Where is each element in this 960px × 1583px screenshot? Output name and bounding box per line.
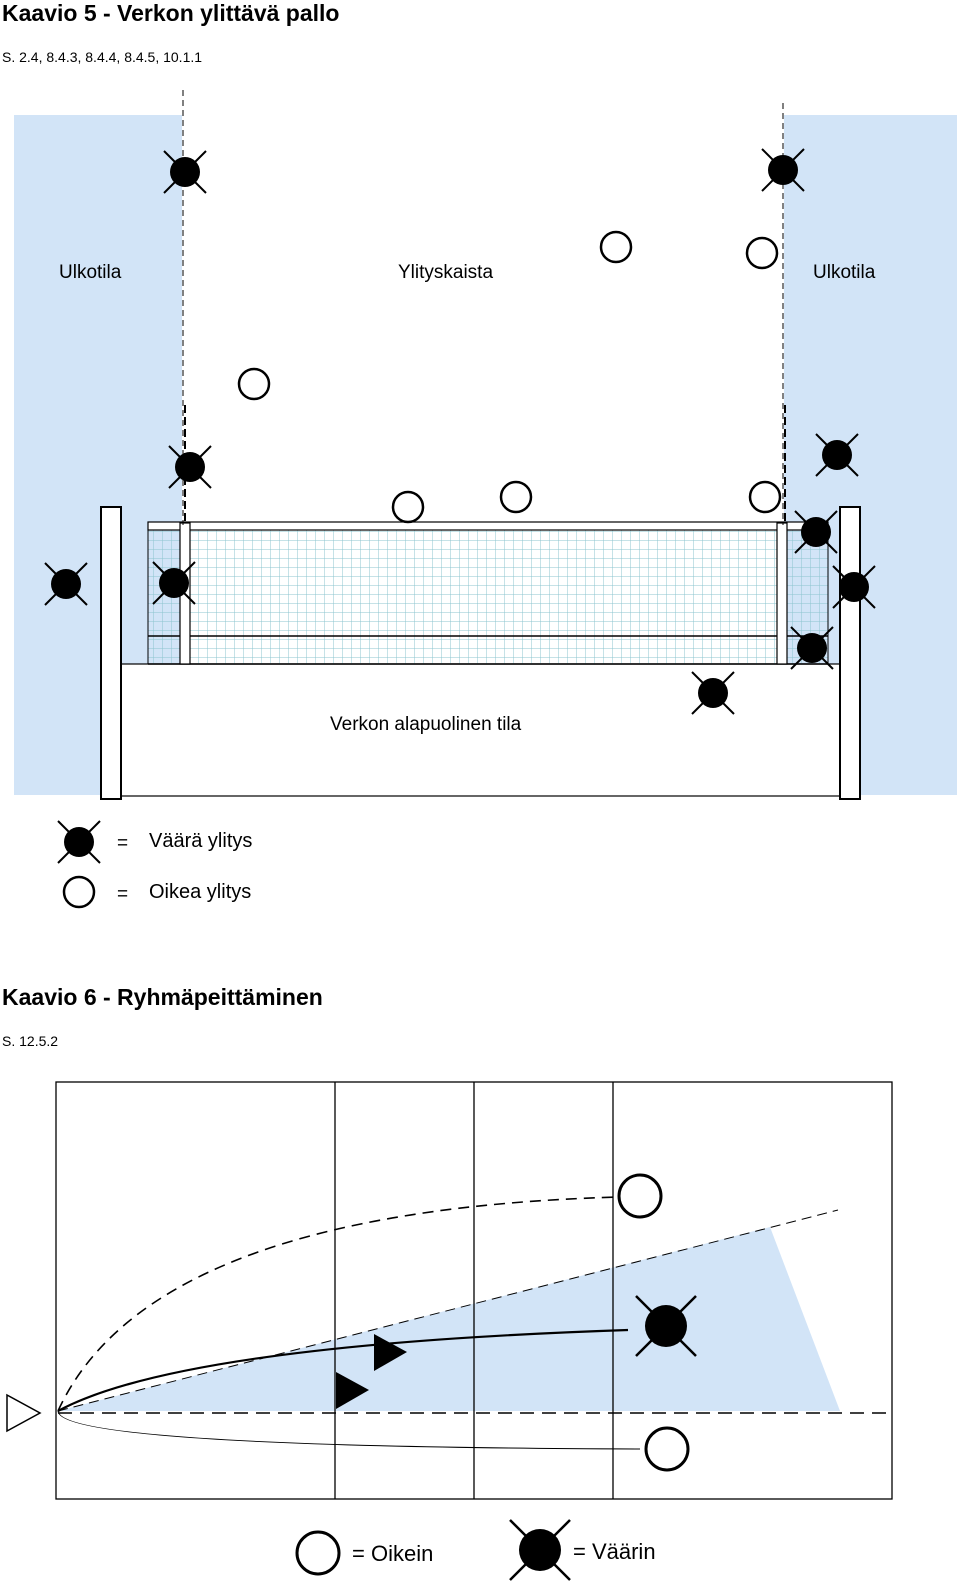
legend-correct-crossing: = Oikea ylitys: [62, 875, 251, 909]
net: [147, 521, 829, 665]
legend-correct-ball-icon: [295, 1530, 341, 1576]
correct-ball-marker: [237, 367, 271, 401]
correct-ball-marker: [745, 236, 779, 270]
server-marker: [6, 1393, 42, 1433]
label-outside-right: Ulkotila: [813, 262, 876, 283]
legend-wrong-ball-icon: [509, 1519, 571, 1581]
label-outside-left: Ulkotila: [59, 262, 122, 283]
player-marker: [374, 1334, 407, 1371]
legend-wrong-label: Väärä ylitys: [149, 830, 252, 852]
diagram6-canvas: = Oikein = Väärin: [6, 1081, 893, 1581]
trajectory-low: [57, 1410, 641, 1450]
post-right: [839, 506, 861, 800]
legend-wrong: = Väärin: [509, 1519, 656, 1581]
post-left: [100, 506, 122, 800]
legend-correct: = Oikein: [295, 1530, 433, 1576]
legend-correct-label: = Oikein: [352, 1541, 433, 1566]
wrong-ball-marker: [163, 150, 207, 194]
correct-ball-marker: [391, 490, 425, 524]
correct-ball-marker: [499, 480, 533, 514]
diagram5-title: Kaavio 5 - Verkon ylittävä pallo: [2, 0, 340, 26]
trajectory-high: [57, 1196, 621, 1412]
trajectory-middle: [57, 1328, 629, 1412]
legend-correct-label: Oikea ylitys: [149, 881, 251, 903]
correct-ball-marker: [748, 480, 782, 514]
legend-wrong-crossing: = Väärä ylitys: [57, 820, 252, 864]
wrong-ball-marker: [691, 671, 735, 715]
wrong-ball-marker: [152, 561, 196, 605]
correct-ball-marker: [617, 1173, 663, 1219]
diagram5-rule-references: S. 2.4, 8.4.3, 8.4.4, 8.4.5, 10.1.1: [2, 49, 203, 65]
wrong-ball-marker: [44, 562, 88, 606]
label-under-net: Verkon alapuolinen tila: [330, 714, 522, 735]
court: [55, 1081, 893, 1500]
screening-zone: [58, 1227, 840, 1411]
legend-equals: =: [117, 833, 128, 854]
correct-ball-marker: [599, 230, 633, 264]
diagram5-canvas: Ulkotila Ylityskaista Ulkotila Verkon al…: [14, 90, 957, 909]
wrong-ball-marker: [794, 510, 838, 554]
wrong-ball-marker: [832, 565, 876, 609]
diagram6-rule-references: S. 12.5.2: [2, 1033, 59, 1049]
antenna-right: [776, 405, 788, 665]
wrong-ball-marker: [761, 148, 805, 192]
legend-equals: =: [117, 884, 128, 905]
wrong-ball-marker: [635, 1295, 697, 1357]
label-crossing-space: Ylityskaista: [398, 262, 493, 283]
diagram6-title: Kaavio 6 - Ryhmäpeittäminen: [2, 984, 323, 1010]
wrong-ball-marker: [815, 433, 859, 477]
legend-wrong-label: = Väärin: [573, 1539, 656, 1564]
wrong-ball-marker: [790, 626, 834, 670]
player-marker: [336, 1372, 369, 1409]
legend-wrong-ball-icon: [57, 820, 101, 864]
correct-ball-marker: [644, 1426, 690, 1472]
wrong-ball-marker: [168, 445, 212, 489]
legend-correct-ball-icon: [62, 875, 96, 909]
screen-edge-line: [57, 1209, 839, 1412]
